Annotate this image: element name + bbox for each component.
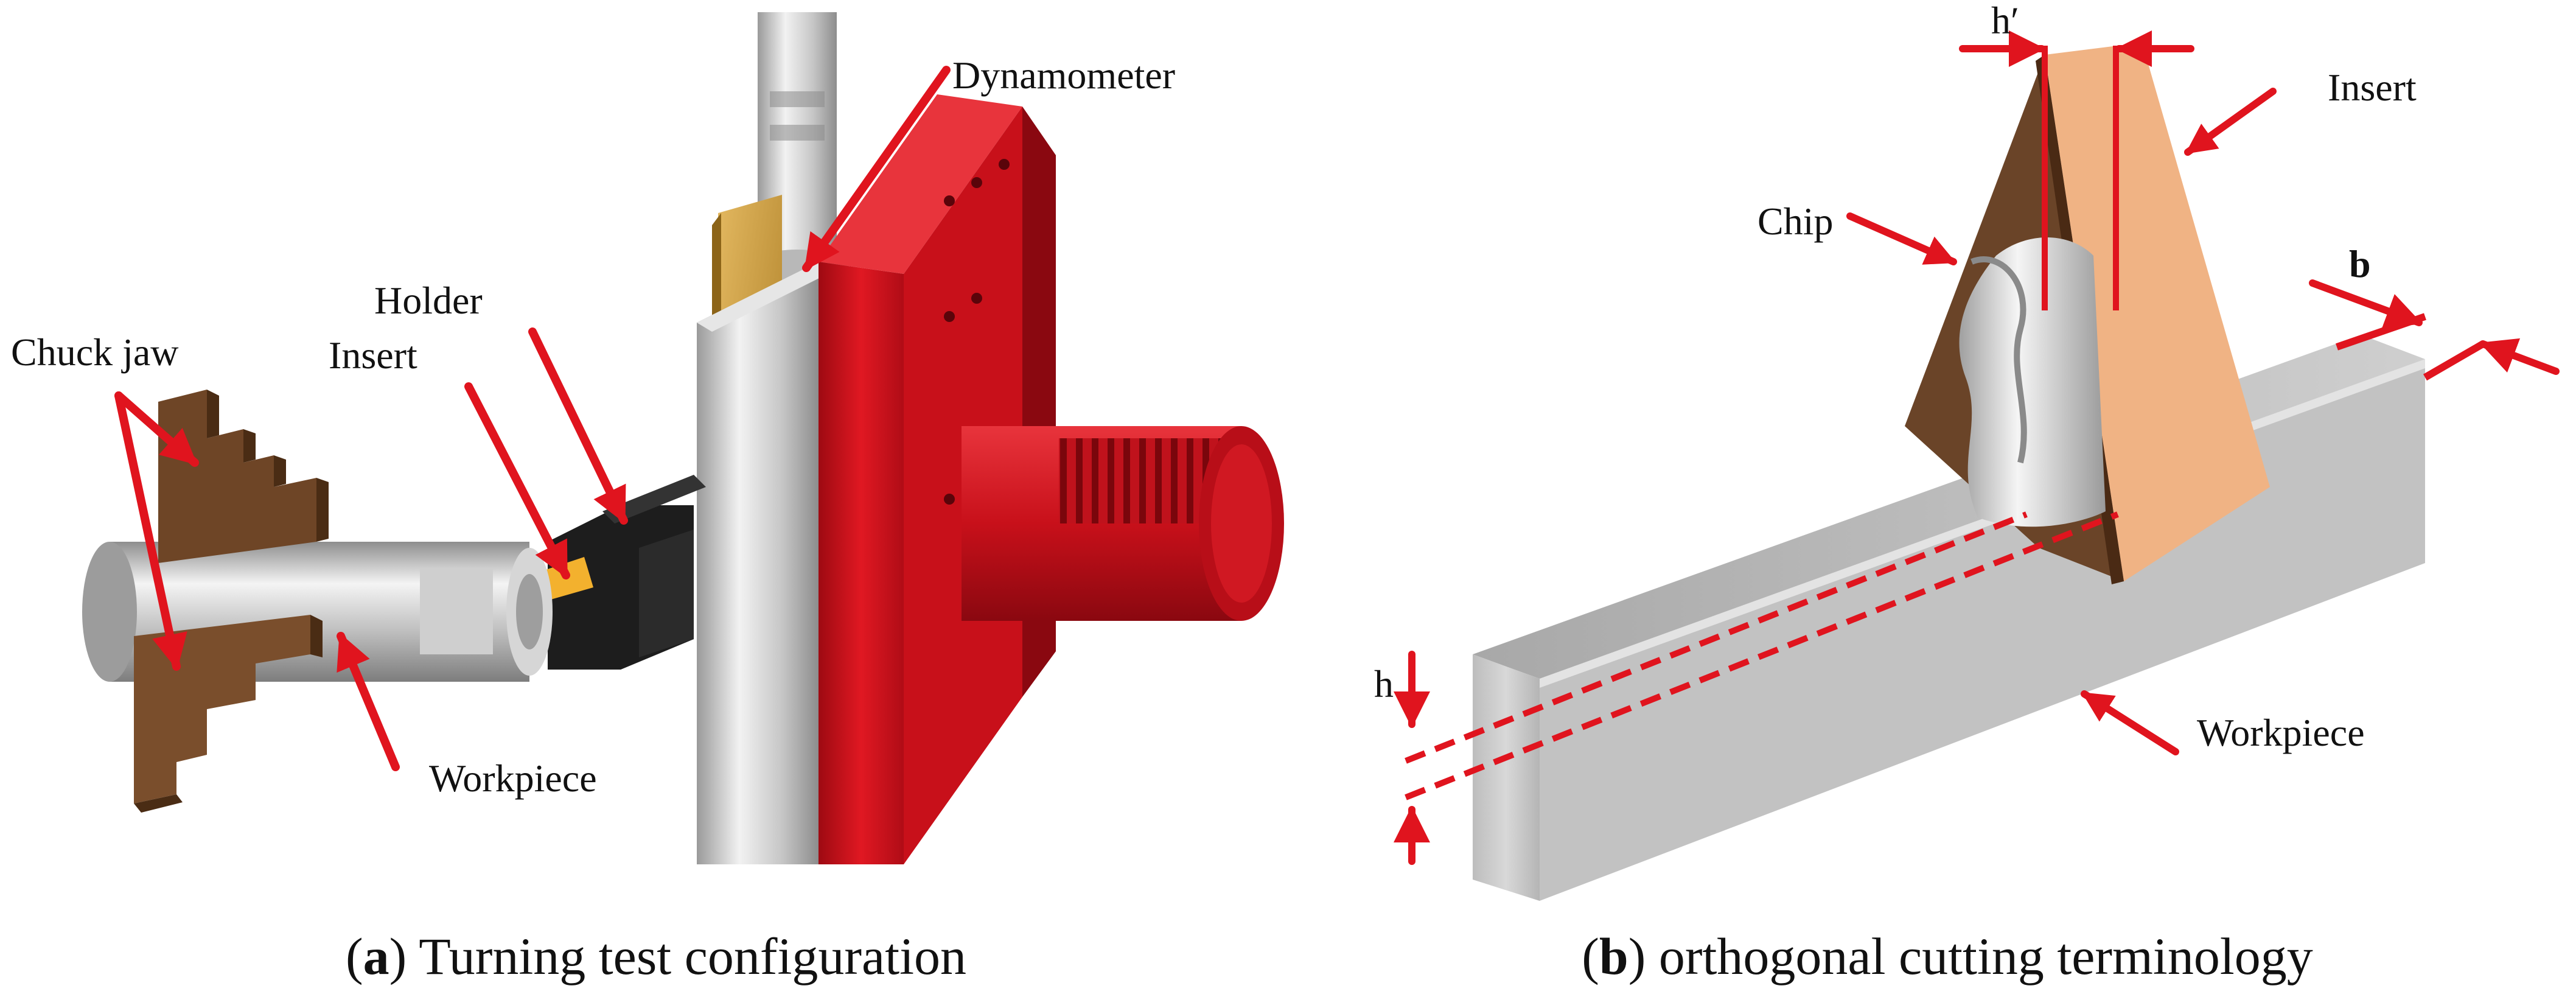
- panel-b-arrows: [1394, 30, 2560, 865]
- chuck-jaw-upper: [158, 390, 329, 563]
- chuck-jaw-lower: [134, 615, 323, 813]
- label-chip: Chip: [1757, 200, 1833, 243]
- label-insert-b: Insert: [2328, 66, 2417, 109]
- b-extension-lines: [2336, 313, 2485, 381]
- chip-thickness-lines: [1405, 511, 2119, 800]
- label-chuck-jaw: Chuck jaw: [11, 331, 179, 374]
- label-h: h: [1374, 662, 1394, 705]
- h-prime-lines: [2042, 46, 2119, 310]
- arrow-dynamometer: [802, 66, 951, 272]
- caption-b-text: orthogonal cutting terminology: [1646, 927, 2312, 985]
- caption-b-letter: b: [1599, 927, 1628, 985]
- arrow-insert-b: [2184, 88, 2277, 156]
- arrow-workpiece-b: [2081, 690, 2179, 755]
- chip: [1959, 237, 2106, 527]
- caption-a: (a) Turning test configuration: [346, 927, 966, 985]
- arrow-insert: [464, 382, 570, 579]
- caption-a-letter: a: [363, 927, 389, 985]
- panel-a-arrows: [114, 66, 951, 771]
- arrow-b-right: [2479, 338, 2560, 375]
- tool-holder: [548, 475, 706, 670]
- label-dynamometer: Dynamometer: [952, 54, 1175, 97]
- arrow-chip: [1846, 212, 1957, 265]
- caption-a-text: Turning test configuration: [407, 927, 966, 985]
- arrow-workpiece-a: [337, 632, 400, 771]
- label-workpiece-b: Workpiece: [2197, 711, 2365, 754]
- label-insert-a: Insert: [329, 334, 417, 377]
- label-workpiece-a: Workpiece: [429, 757, 597, 800]
- threaded-rod: [962, 426, 1284, 621]
- dynamometer-steel-face: [697, 262, 819, 864]
- caption-b: (b) orthogonal cutting terminology: [1582, 927, 2312, 985]
- arrow-chuck-jaw-upper: [114, 391, 199, 467]
- panel-b: h′ Insert Chip b h Workpiece (b) orthogo…: [1374, 0, 2560, 985]
- arrow-b-left: [2309, 279, 2423, 329]
- label-h-prime: h′: [1991, 0, 2019, 42]
- label-b: b: [2349, 242, 2371, 285]
- arrow-chuck-jaw-lower: [114, 391, 187, 671]
- label-holder: Holder: [374, 279, 483, 322]
- arrow-holder: [528, 327, 628, 525]
- panel-a: Dynamometer Holder Insert Chuck jaw Work…: [11, 12, 1284, 985]
